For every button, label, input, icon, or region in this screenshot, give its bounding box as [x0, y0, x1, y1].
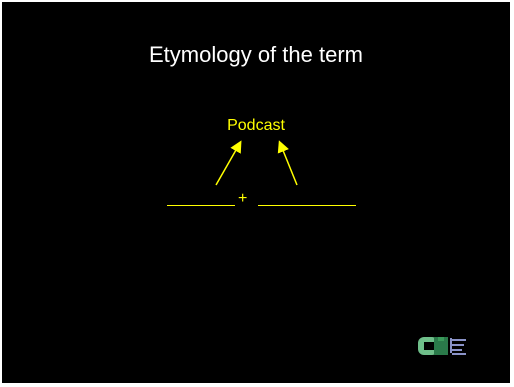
blank-right	[258, 205, 356, 206]
right-arrow	[277, 140, 298, 186]
center-word: Podcast	[227, 117, 285, 134]
slide: Etymology of the term Podcast +	[2, 2, 510, 383]
arrows-diagram	[215, 140, 298, 186]
institution-logo-icon	[418, 337, 466, 355]
slide-title: Etymology of the term	[149, 42, 363, 67]
plus-sign: +	[238, 190, 248, 207]
left-arrow	[215, 140, 242, 186]
blank-left	[167, 205, 235, 206]
